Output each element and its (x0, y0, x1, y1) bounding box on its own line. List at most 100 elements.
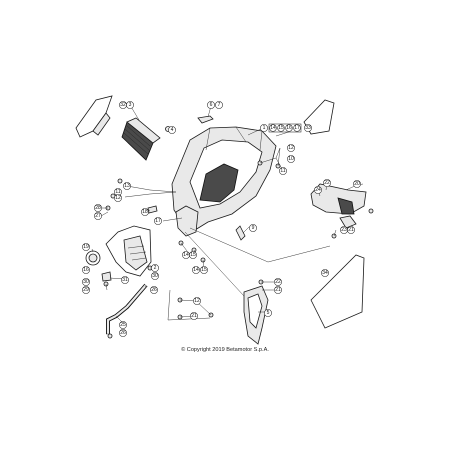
callout: 11 (279, 167, 287, 175)
callout: 16 (82, 266, 90, 274)
callout: 10 (287, 155, 295, 163)
svg-text:15: 15 (190, 252, 196, 258)
svg-text:12: 12 (194, 298, 200, 304)
callout: 12 (193, 297, 201, 305)
svg-text:32: 32 (120, 102, 126, 108)
svg-text:29: 29 (83, 287, 89, 293)
callout: 21 (347, 226, 355, 234)
callout: 7 (215, 101, 223, 109)
svg-text:4: 4 (171, 127, 174, 133)
side-panel-right (310, 254, 365, 329)
svg-text:16: 16 (83, 267, 89, 273)
callout: 14 (192, 266, 200, 274)
callout: 18 (141, 208, 149, 216)
mudguard (243, 285, 269, 345)
callout: 4 (168, 126, 176, 134)
svg-text:2: 2 (154, 265, 157, 271)
svg-text:7: 7 (218, 102, 221, 108)
svg-text:28: 28 (95, 205, 101, 211)
svg-text:25: 25 (120, 322, 126, 328)
callout: 22 (323, 179, 331, 187)
callout: 17 (293, 124, 301, 132)
intake-snorkel (85, 225, 152, 277)
svg-text:15: 15 (278, 125, 284, 131)
callout: 21 (274, 286, 282, 294)
copyright-notice: © Copyright 2019 Betamotor S.p.A. (181, 347, 269, 353)
breather-hose (106, 283, 148, 334)
svg-text:9: 9 (252, 225, 255, 231)
svg-text:21: 21 (348, 227, 354, 233)
side-cover-left (75, 95, 113, 138)
svg-text:18: 18 (142, 209, 148, 215)
svg-text:27: 27 (95, 213, 101, 219)
svg-text:13: 13 (124, 183, 130, 189)
callout: 16 (285, 124, 293, 132)
callout: 28 (94, 204, 102, 212)
svg-text:34: 34 (322, 270, 328, 276)
svg-text:30: 30 (83, 279, 89, 285)
svg-text:14: 14 (193, 267, 199, 273)
callout: 15 (189, 251, 197, 259)
callout: 20 (353, 180, 361, 188)
svg-text:12: 12 (115, 195, 121, 201)
callout: 15 (200, 266, 208, 274)
callout: 34 (321, 269, 329, 277)
number-plate-bracket (310, 183, 367, 229)
callout: 1 (260, 124, 268, 132)
callout: 12 (114, 194, 122, 202)
clip-part (197, 115, 214, 124)
svg-text:20: 20 (354, 181, 360, 187)
svg-text:10: 10 (288, 156, 294, 162)
svg-text:17: 17 (155, 218, 161, 224)
svg-text:33: 33 (305, 125, 311, 131)
svg-text:23: 23 (341, 227, 347, 233)
svg-text:26: 26 (120, 330, 126, 336)
callout: 3 (126, 101, 134, 109)
svg-text:14: 14 (270, 125, 276, 131)
callout: 33 (304, 124, 312, 132)
callout: 22 (274, 278, 282, 286)
callout: 14 (269, 124, 277, 132)
callout: 21 (190, 312, 198, 320)
svg-text:22: 22 (324, 180, 330, 186)
callout: 9 (249, 224, 257, 232)
callout: 30 (82, 278, 90, 286)
airbox (171, 126, 277, 237)
air-filter (121, 117, 161, 161)
callout: 25 (119, 321, 127, 329)
callout: 24 (314, 186, 322, 194)
callout-group-14-17: 14 15 16 17 (268, 123, 302, 133)
callout: 26 (150, 286, 158, 294)
svg-text:11: 11 (280, 168, 285, 174)
callout: 31 (121, 276, 129, 284)
callout: 5 (264, 309, 272, 317)
svg-text:16: 16 (286, 125, 292, 131)
svg-text:12: 12 (288, 145, 294, 151)
callout: 23 (340, 226, 348, 234)
callout: 13 (123, 182, 131, 190)
callouts: 32 3 6 7 4 1 14 15 16 17 33 12 10 11 13 … (82, 101, 361, 337)
svg-text:15: 15 (201, 267, 207, 273)
callout: 6 (207, 101, 215, 109)
callout: 14 (182, 251, 190, 259)
callout: 27 (94, 212, 102, 220)
svg-text:22: 22 (275, 279, 281, 285)
svg-text:21: 21 (275, 287, 281, 293)
svg-text:3: 3 (129, 102, 132, 108)
svg-text:5: 5 (267, 310, 270, 316)
callout: 12 (287, 144, 295, 152)
svg-text:30: 30 (152, 273, 158, 279)
svg-text:11: 11 (115, 189, 120, 195)
svg-text:24: 24 (315, 187, 321, 193)
svg-text:17: 17 (294, 125, 300, 131)
callout: 26 (119, 329, 127, 337)
callout: 2 (151, 264, 159, 272)
svg-text:1: 1 (263, 125, 266, 131)
svg-text:21: 21 (191, 313, 197, 319)
callout: 32 (119, 101, 127, 109)
svg-text:6: 6 (210, 102, 213, 108)
svg-text:14: 14 (183, 252, 189, 258)
callout: 29 (82, 286, 90, 294)
callout: 15 (277, 124, 285, 132)
